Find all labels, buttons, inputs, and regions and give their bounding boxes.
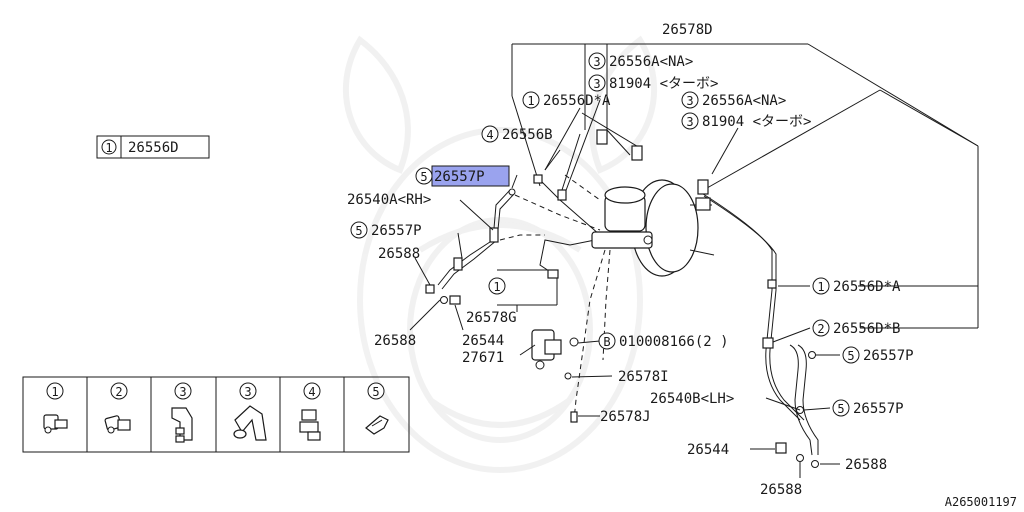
legend-box: 1 26556D	[96, 135, 210, 159]
label-26556A-NA-top: 26556A<NA>	[609, 54, 693, 70]
svg-text:1: 1	[527, 94, 534, 108]
clip-num-4: 4	[308, 385, 315, 399]
svg-text:5: 5	[837, 402, 844, 416]
label-26556A-NA-mid: 26556A<NA>	[702, 93, 786, 109]
brake-booster	[631, 179, 715, 277]
label-26557P-right-1: 26557P	[863, 348, 914, 364]
label-26540B-LH: 26540B<LH>	[650, 391, 734, 407]
label-26544-right: 26544	[687, 442, 729, 458]
label-26544-left: 26544	[462, 333, 504, 349]
svg-text:3: 3	[593, 55, 600, 69]
svg-text:5: 5	[847, 349, 854, 363]
label-26556B: 26556B	[502, 127, 553, 143]
label-26578J: 26578J	[600, 409, 651, 425]
master-cylinder	[591, 186, 653, 249]
legend-part: 26556D	[128, 140, 179, 156]
clip-icon-1	[43, 414, 68, 434]
label-26588-b: 26588	[374, 333, 416, 349]
label-26578G: 26578G	[466, 310, 517, 326]
label-26557P-highlighted[interactable]: 26557P	[434, 169, 485, 185]
svg-text:4: 4	[486, 128, 493, 142]
clip-num-2: 2	[115, 385, 122, 399]
clip-icon-2	[104, 415, 131, 434]
svg-text:1: 1	[493, 280, 500, 294]
label-26588-right-2: 26588	[760, 482, 802, 498]
proportioning-valve	[531, 329, 562, 370]
label-010008166: 010008166(2 )	[619, 334, 729, 350]
legend-num: 1	[105, 141, 112, 155]
clip-num-3b: 3	[244, 385, 251, 399]
label-26556DA-top: 26556D*A	[543, 93, 611, 109]
image-code: A265001197	[945, 495, 1017, 509]
labels: 26578D 3 26556A<NA> 3 81904 <ターボ> 1 2655…	[347, 22, 1017, 509]
clip-num-3a: 3	[179, 385, 186, 399]
clip-icon-3b	[233, 405, 267, 441]
clip-num-1: 1	[51, 385, 58, 399]
label-26557P-left: 26557P	[371, 223, 422, 239]
label-26578D: 26578D	[662, 22, 713, 38]
leader-lines	[409, 107, 978, 478]
svg-text:1: 1	[817, 280, 824, 294]
label-27671: 27671	[462, 350, 504, 366]
clip-num-5: 5	[372, 385, 379, 399]
fittings	[425, 129, 819, 468]
svg-text:5: 5	[355, 224, 362, 238]
svg-text:2: 2	[817, 322, 824, 336]
watermark-emblem	[343, 35, 657, 473]
label-81904-top: 81904 <ターボ>	[609, 76, 718, 92]
label-26578I: 26578I	[618, 369, 669, 385]
label-26556DB: 26556D*B	[833, 321, 900, 337]
label-26556DA-right: 26556D*A	[833, 279, 901, 295]
label-26588-right-1: 26588	[845, 457, 887, 473]
label-26557P-right-2: 26557P	[853, 401, 904, 417]
svg-text:B: B	[603, 335, 610, 349]
label-81904-mid: 81904 <ターボ>	[702, 114, 811, 130]
svg-text:3: 3	[686, 115, 693, 129]
clip-icon-4	[299, 409, 321, 441]
clip-icon-3a	[171, 407, 193, 443]
svg-text:3: 3	[593, 77, 600, 91]
svg-text:3: 3	[686, 94, 693, 108]
svg-text:5: 5	[420, 170, 427, 184]
callout-lines-top	[511, 43, 979, 328]
clip-table: 1 2 3 3 4 5	[22, 376, 410, 453]
label-26588-a: 26588	[378, 246, 420, 262]
clip-icon-5	[365, 415, 389, 435]
label-26540A-RH: 26540A<RH>	[347, 192, 431, 208]
